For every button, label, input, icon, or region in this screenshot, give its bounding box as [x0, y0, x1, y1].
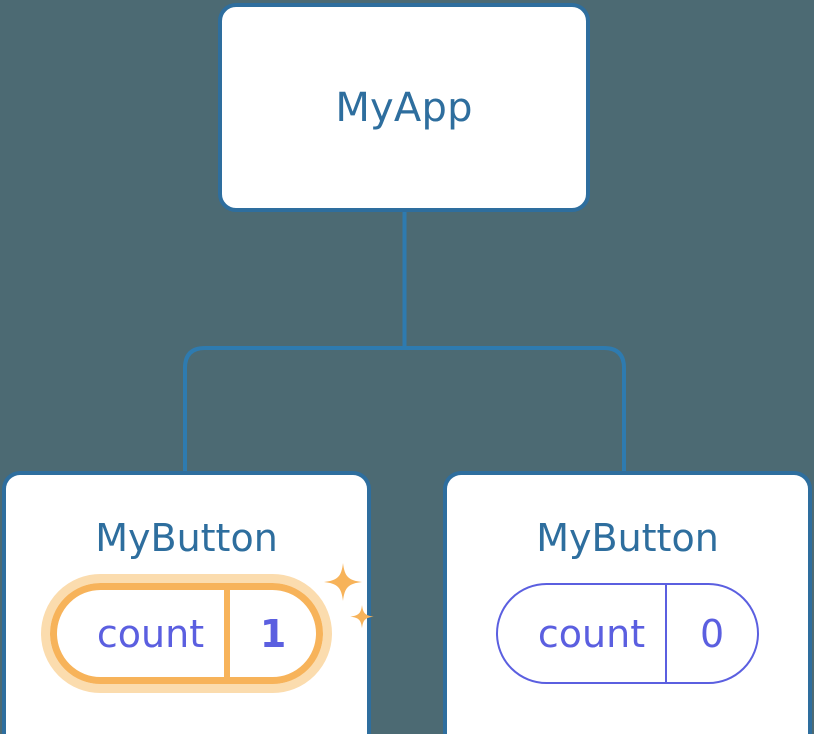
state-key-left: count	[96, 611, 205, 656]
state-value-right: 0	[665, 585, 757, 682]
node-mybutton-left-label: MyButton	[95, 516, 278, 560]
highlight-glow	[40, 574, 333, 693]
node-myapp-label: MyApp	[335, 84, 473, 131]
sparkle-small-icon	[350, 605, 374, 629]
state-value-left: 1	[224, 590, 316, 677]
node-mybutton-right[interactable]: MyButton count 0	[443, 471, 812, 734]
sparkle-large-icon	[324, 563, 363, 601]
state-pill-right-holder: count 0	[495, 583, 760, 684]
node-mybutton-left[interactable]: MyButton count 1	[2, 471, 374, 734]
state-pill-right-wrap: count 0	[447, 583, 808, 684]
connector-split-bar	[183, 346, 626, 473]
state-pill-left-wrap: count 1	[6, 563, 374, 693]
state-key-right: count	[537, 611, 646, 656]
state-pill-left[interactable]: count 1	[49, 583, 324, 684]
state-pill-left-holder: count 1	[40, 563, 374, 693]
state-pill-right[interactable]: count 0	[495, 583, 760, 684]
node-mybutton-right-label: MyButton	[536, 516, 719, 560]
node-myapp[interactable]: MyApp	[218, 3, 590, 212]
